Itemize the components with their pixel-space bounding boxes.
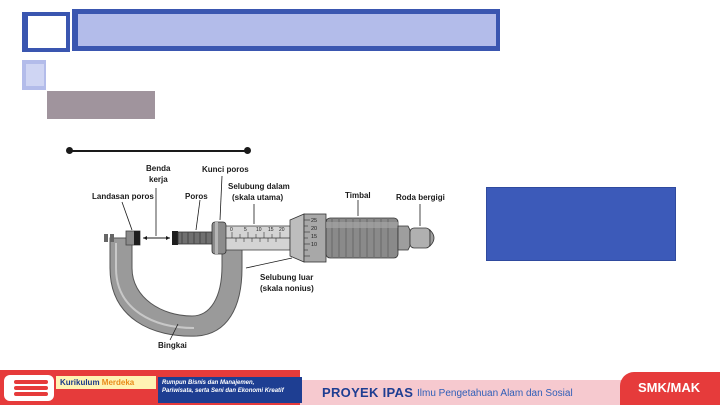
info-box	[486, 187, 676, 261]
label-selubung-luar-line1: Selubung luar	[260, 273, 314, 282]
label-poros: Poros	[185, 192, 208, 201]
kurikulum-badge	[56, 376, 156, 389]
thimble-scale-25: 25	[311, 218, 317, 224]
footer-pink-section	[300, 380, 630, 405]
kurikulum-label: Kurikulum	[60, 378, 100, 387]
proyek-ipas-title: PROYEK IPAS	[322, 385, 414, 400]
thimble-bevel	[289, 213, 305, 263]
subtitle-bar	[47, 91, 155, 119]
label-selubung-dalam-line1: Selubung dalam	[228, 182, 290, 191]
spindle-face	[172, 231, 178, 245]
label-selubung-luar-line2: (skala nonius)	[260, 284, 314, 293]
rumpun-line-1: Rumpun Bisnis dan Manajemen,	[162, 380, 255, 386]
thimble-scale-20: 20	[311, 226, 317, 232]
ratchet-knob	[409, 227, 431, 249]
ratchet-highlight	[326, 222, 398, 228]
title-bar-fill	[78, 14, 496, 46]
gap-arrow-left	[143, 236, 147, 240]
lock-nut	[211, 221, 227, 255]
book-logo-stripe-1	[14, 380, 48, 384]
rumpun-text: Rumpun Bisnis dan Manajemen, Pariwisata,…	[162, 379, 284, 395]
book-logo-stripe-2	[14, 386, 48, 390]
sleeve-scale-0: 0	[230, 227, 233, 233]
micrometer-illustration: 0 5 10 15 20 25 20 15 10	[104, 175, 435, 341]
gap-arrow-right	[166, 236, 170, 240]
footer-banner: Kurikulum Merdeka Rumpun Bisnis dan Mana…	[0, 370, 720, 405]
book-logo-stripe-3	[14, 392, 48, 396]
rumpun-line-2: Pariwisata, serta Seni dan Ekonomi Kreat…	[162, 388, 284, 394]
frame-highlight	[115, 243, 195, 329]
spindle	[177, 231, 213, 245]
level-label: SMK/MAK	[638, 380, 701, 395]
label-landasan-poros: Landasan poros	[92, 192, 154, 201]
divider-line	[68, 150, 248, 152]
frame-pin-1	[104, 234, 108, 242]
rumpun-box	[158, 377, 302, 403]
frame-shape	[109, 237, 243, 337]
thimble-ticks	[304, 219, 310, 257]
line-endpoint-right	[244, 147, 251, 154]
thimble-scale-15: 15	[311, 234, 317, 240]
sleeve-scale-15: 15	[268, 227, 274, 233]
merdeka-label: Merdeka	[101, 378, 135, 387]
ratchet-neck	[397, 225, 411, 251]
leader-lines	[121, 175, 421, 341]
frame-pin-2	[110, 234, 114, 242]
kurikulum-merdeka-text: Kurikulum Merdeka	[60, 377, 134, 388]
lock-nut-highlight	[215, 222, 218, 254]
sleeve-scale-20: 20	[279, 227, 285, 233]
anvil-face	[134, 231, 140, 245]
label-benda-kerja-line1: Benda	[146, 164, 171, 173]
sleeve-scale-5: 5	[244, 227, 247, 233]
label-selubung-dalam-line2: (skala utama)	[232, 193, 284, 202]
ilmu-subtitle: Ilmu Pengetahuan Alam dan Sosial	[417, 388, 573, 399]
thimble-scale-10: 10	[311, 242, 317, 248]
label-bingkai: Bingkai	[158, 341, 187, 350]
ratchet-knob-tip	[429, 229, 435, 247]
label-roda-bergigi: Roda bergigi	[396, 193, 445, 202]
label-benda-kerja-line2: kerja	[149, 175, 168, 184]
book-logo	[4, 375, 54, 401]
footer-level-section	[620, 372, 720, 405]
title-marker-inner	[28, 16, 66, 48]
line-endpoint-left	[66, 147, 73, 154]
sleeve-ticks	[231, 232, 281, 242]
subtitle-marker-inner	[26, 64, 44, 86]
sleeve-scale-10: 10	[256, 227, 262, 233]
micrometer-diagram: 0 5 10 15 20 25 20 15 10	[82, 158, 462, 358]
label-kunci-poros: Kunci poros	[202, 165, 249, 174]
label-timbal: Timbal	[345, 191, 371, 200]
